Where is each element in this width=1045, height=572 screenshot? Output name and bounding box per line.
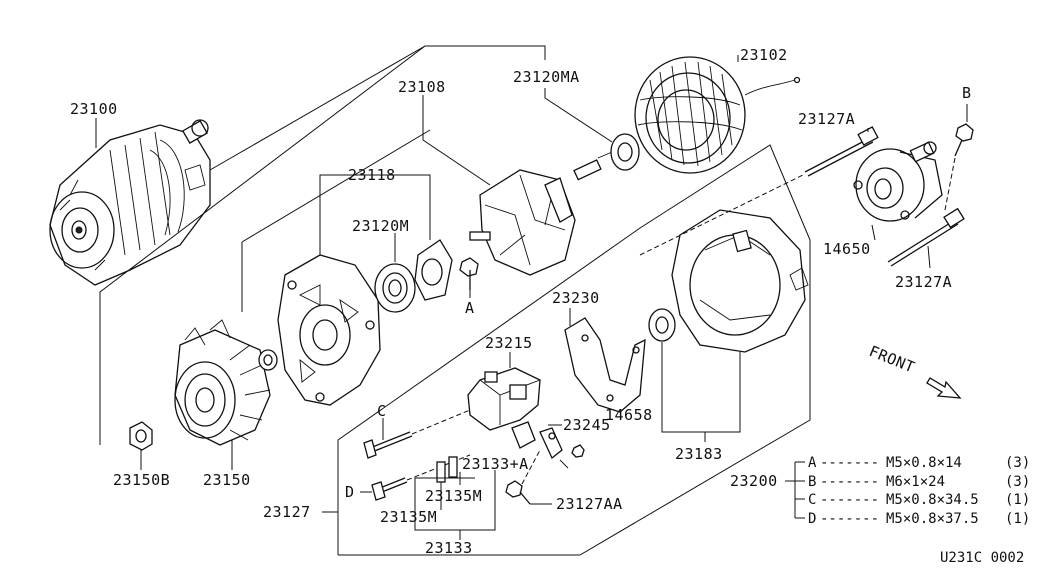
stator-23102 — [634, 55, 801, 174]
spec-value-D: M5×0.8×37.5 — [886, 511, 979, 527]
terminal-plate-23230 — [564, 308, 646, 413]
spec-dashes-C: ------- — [820, 492, 879, 508]
label-C: C — [377, 402, 387, 420]
diagram-code: U231C 0002 — [940, 550, 1024, 566]
label-23133-plus-A: 23133+A — [462, 455, 529, 473]
terminal-23245 — [511, 421, 585, 469]
label-23245: 23245 — [563, 416, 611, 434]
rotor-23108 — [422, 95, 613, 276]
vacuum-pump-14650 — [853, 141, 943, 241]
label-23102: 23102 — [740, 46, 788, 64]
bearing-14658 — [648, 308, 676, 402]
regulator-23215 — [467, 352, 541, 431]
label-23108: 23108 — [398, 78, 446, 96]
bearing-23120MA — [544, 88, 640, 171]
bearing-23120M — [374, 233, 453, 313]
label-23120MA: 23120MA — [513, 68, 580, 86]
label-23127A-lower: 23127A — [895, 273, 952, 291]
spec-dashes-D: ------- — [820, 511, 879, 527]
brushes-23135M — [414, 456, 496, 540]
front-label: FRONT — [867, 342, 918, 377]
screw-23127AA — [505, 449, 552, 505]
spec-dashes-B: ------- — [820, 474, 879, 490]
label-23127AA: 23127AA — [556, 495, 623, 513]
label-23200: 23200 — [730, 472, 778, 490]
spec-qty-A: (3) — [1005, 455, 1030, 471]
through-bolt-23127A-upper — [639, 126, 879, 256]
label-A: A — [465, 299, 475, 317]
label-23135M-inner: 23135M — [425, 487, 482, 505]
label-23230: 23230 — [552, 289, 600, 307]
spec-qty-B: (3) — [1005, 474, 1030, 490]
nut-23150B — [129, 421, 153, 470]
spec-dashes-A: ------- — [820, 455, 879, 471]
front-bracket-23118 — [277, 174, 431, 406]
front-arrow — [926, 377, 962, 399]
label-23133: 23133 — [425, 539, 473, 557]
bolt-spec-table: A ------- M5×0.8×14 (3) B ------- M6×1×2… — [808, 455, 1030, 527]
label-23100: 23100 — [70, 100, 118, 118]
spacer-ring — [258, 349, 278, 371]
label-23215: 23215 — [485, 334, 533, 352]
spec-key-C: C — [808, 492, 816, 508]
label-23135M-outer: 23135M — [380, 508, 437, 526]
label-14650: 14650 — [823, 240, 871, 258]
label-23127A-upper: 23127A — [798, 110, 855, 128]
label-23183: 23183 — [675, 445, 723, 463]
spec-value-B: M6×1×24 — [886, 474, 945, 490]
screw-B — [944, 104, 974, 211]
spec-value-A: M5×0.8×14 — [886, 455, 962, 471]
spec-value-C: M5×0.8×34.5 — [886, 492, 979, 508]
spec-key-D: D — [808, 511, 816, 527]
rear-cover-23183 — [661, 209, 809, 442]
label-23150: 23150 — [203, 471, 251, 489]
label-23127: 23127 — [263, 503, 311, 521]
label-D: D — [345, 483, 355, 501]
spec-key-B: B — [808, 474, 816, 490]
screw-A — [459, 257, 479, 298]
spec-qty-C: (1) — [1005, 492, 1030, 508]
boundary-lines — [99, 45, 811, 556]
label-23150B: 23150B — [113, 471, 170, 489]
spec-table-bracket — [785, 461, 805, 519]
label-23118: 23118 — [348, 166, 396, 184]
pulley-23150 — [174, 319, 271, 470]
spec-qty-D: (1) — [1005, 511, 1030, 527]
label-23120M: 23120M — [352, 217, 409, 235]
alternator-assembly-23100 — [49, 118, 211, 286]
screw-C — [363, 409, 471, 459]
label-B: B — [962, 84, 972, 102]
spec-key-A: A — [808, 455, 817, 471]
through-bolt-23127A-lower — [887, 207, 965, 269]
label-14658: 14658 — [605, 406, 653, 424]
